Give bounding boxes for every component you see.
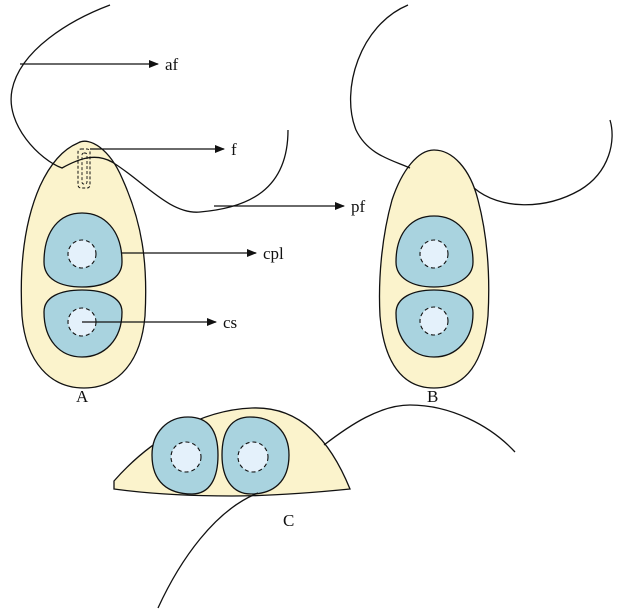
panel-b: B: [349, 4, 613, 406]
f-region-inner: [81, 152, 88, 185]
label-af: af: [165, 55, 179, 74]
panel-label-b: B: [427, 387, 438, 406]
surface-curve-c-lower: [157, 492, 259, 609]
cs-spot-b-upper: [419, 239, 449, 269]
label-f: f: [231, 140, 237, 159]
panel-label-c: C: [283, 511, 294, 530]
cs-spot-c-right: [237, 441, 269, 473]
label-pf: pf: [351, 197, 366, 216]
cs-spot-b-lower: [419, 306, 449, 336]
panel-label-a: A: [76, 387, 89, 406]
label-cs: cs: [223, 313, 237, 332]
cs-spot-a-upper: [67, 239, 97, 269]
panel-a: af f pf cpl cs A: [10, 4, 366, 406]
surface-curve-b: [349, 4, 411, 169]
surface-curve-b2: [473, 119, 613, 206]
label-cpl: cpl: [263, 244, 284, 263]
cs-spot-c-left: [170, 441, 202, 473]
f-region-outer: [77, 148, 91, 189]
surface-curve-c-upper: [323, 404, 516, 453]
panel-c: C: [113, 404, 516, 609]
